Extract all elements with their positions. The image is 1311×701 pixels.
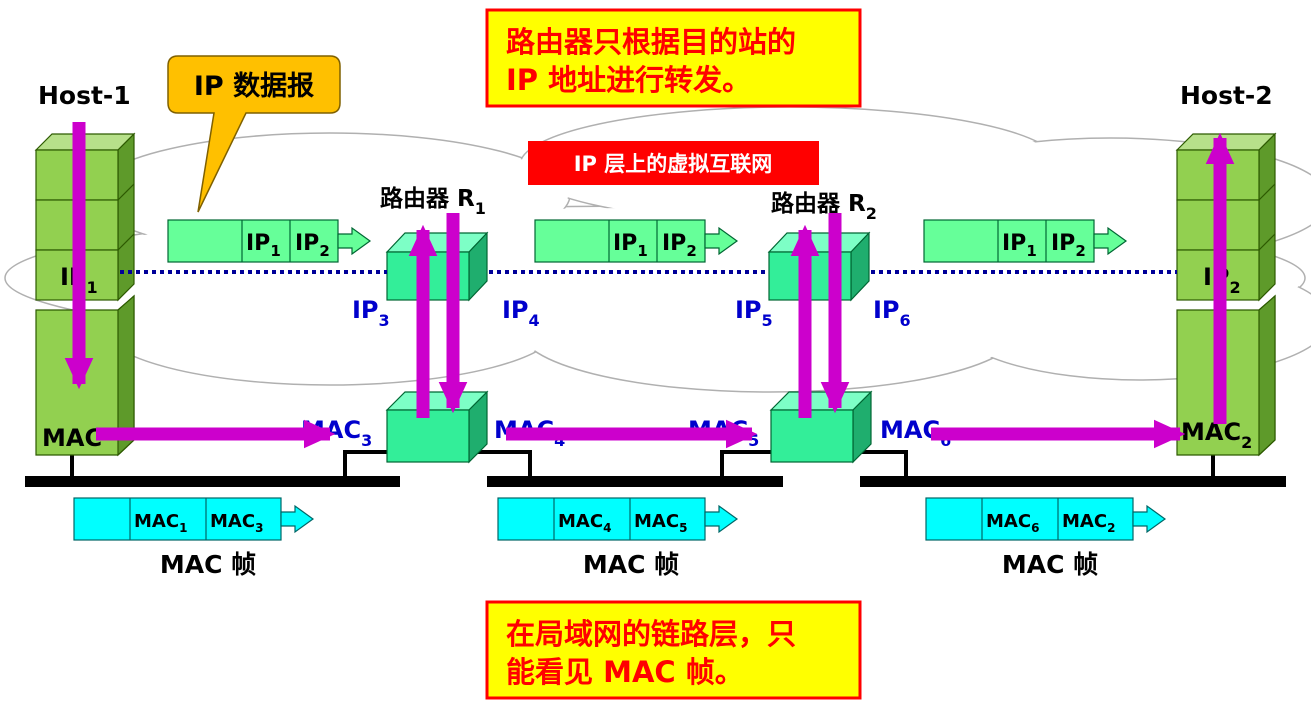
lan-segment-2 (487, 476, 783, 487)
mac-frame-direction-arrow (704, 504, 739, 534)
mac-frame-1-caption: MAC 帧 (160, 550, 256, 579)
router-2-name: 路由器 R2 (771, 190, 877, 223)
mac-frame-2-caption: MAC 帧 (583, 550, 679, 579)
ip-packet-1 (167, 219, 372, 263)
data-flow-arrows (64, 122, 1235, 449)
ip-packet-2-src: IP1 (613, 231, 648, 260)
lan-connectors (70, 450, 1215, 477)
bottom-note: 在局域网的链路层，只 能看见 MAC 帧。 (485, 600, 862, 700)
lan-segment-1 (25, 476, 400, 487)
mac-frame-1 (73, 497, 315, 541)
router-2-ip-left: IP5 (735, 296, 773, 330)
mac-frame-direction-arrow (280, 504, 315, 534)
mac-frame-1-dst: MAC3 (210, 511, 263, 535)
host-2-name: Host-2 (1180, 81, 1273, 110)
ip-packet-direction-arrow (337, 226, 372, 256)
ip-packet-1-src: IP1 (246, 231, 281, 260)
top-note-line-1: 路由器只根据目的站的 (506, 25, 796, 59)
host-2-mac-label: MAC2 (1181, 418, 1252, 452)
ip-datagram-callout: IP 数据报 (167, 55, 341, 213)
bottom-note-line-2: 能看见 MAC 帧。 (506, 655, 744, 689)
cloud-label: IP 层上的虚拟互联网 (574, 152, 773, 176)
router-1-ip-right: IP4 (502, 296, 540, 330)
ip-packet-direction-arrow (704, 226, 739, 256)
ip-packet-3-src: IP1 (1002, 231, 1037, 260)
ip-packet-2-dst: IP2 (662, 231, 697, 260)
bottom-note-line-1: 在局域网的链路层，只 (506, 617, 796, 651)
host-1-name: Host-1 (38, 81, 131, 110)
router-1-ip-left: IP3 (352, 296, 390, 330)
ip-packet-direction-arrow (1093, 226, 1128, 256)
router-2-ip-right: IP6 (873, 296, 911, 330)
mac-frame-2 (497, 497, 739, 541)
mac-frame-2-src: MAC4 (558, 511, 611, 535)
callout-label: IP 数据报 (194, 71, 314, 102)
ip-packet-2 (534, 219, 739, 263)
top-note-line-2: IP 地址进行转发。 (506, 63, 751, 97)
mac-frame-3 (925, 497, 1167, 541)
lan-segment-3 (860, 476, 1286, 487)
lan-segments (25, 476, 1286, 487)
mac-frame-1-src: MAC1 (134, 511, 187, 535)
mac-frame-3-src: MAC6 (986, 511, 1039, 535)
ip-packet-1-dst: IP2 (295, 231, 330, 260)
mac-frame-2-dst: MAC5 (634, 511, 687, 535)
ip-packet-3 (923, 219, 1128, 263)
host-1-mac-label: MAC (42, 424, 102, 452)
top-note: 路由器只根据目的站的 IP 地址进行转发。 (485, 8, 862, 108)
mac-frame-direction-arrow (1132, 504, 1167, 534)
router-1-name: 路由器 R1 (380, 185, 486, 218)
mac-frame-3-dst: MAC2 (1062, 511, 1115, 535)
mac-frame-3-caption: MAC 帧 (1002, 550, 1098, 579)
ip-packet-3-dst: IP2 (1051, 231, 1086, 260)
cloud-label-box: IP 层上的虚拟互联网 (528, 141, 819, 185)
